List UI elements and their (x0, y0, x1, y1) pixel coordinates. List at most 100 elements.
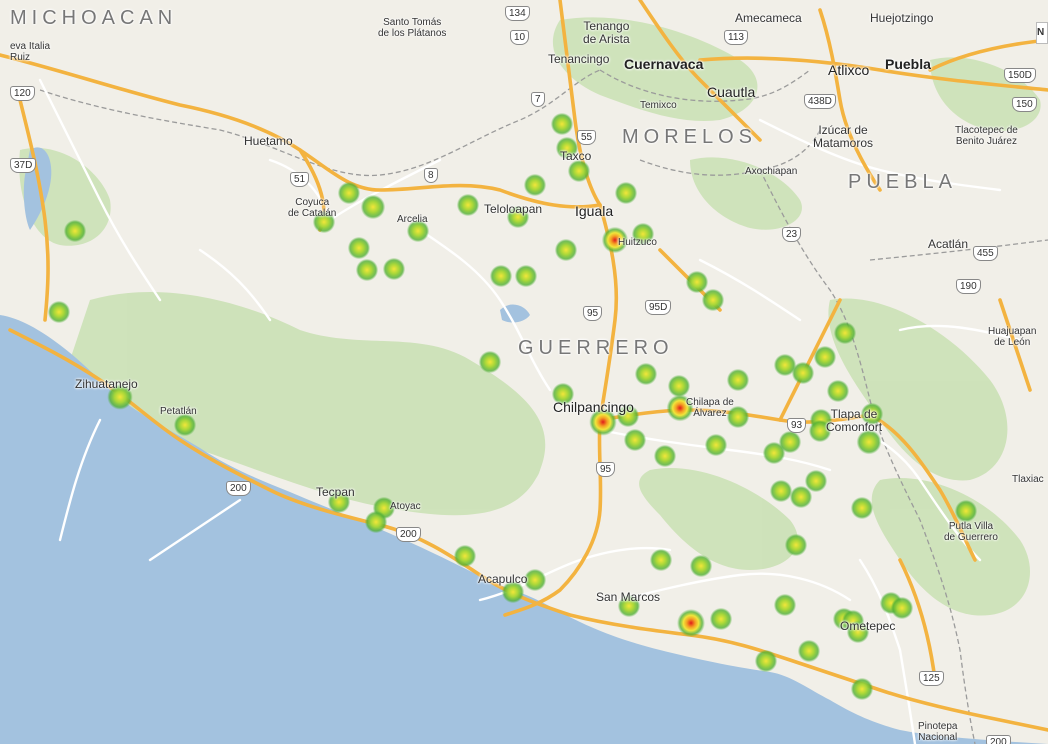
map-control-badge[interactable]: N (1036, 22, 1048, 44)
highway-shield: 438D (804, 94, 836, 109)
place-label-ometepec: Ometepec (840, 619, 896, 633)
heat-point (860, 402, 884, 426)
place-label-san-marcos: San Marcos (596, 590, 661, 604)
heat-point (567, 159, 591, 183)
heat-point (689, 554, 713, 578)
heat-point (769, 479, 793, 503)
heat-point (954, 499, 978, 523)
heat-point (337, 181, 361, 205)
highway-shield: 8 (424, 168, 438, 183)
heat-point (709, 607, 733, 631)
heat-point (850, 496, 874, 520)
state-label-puebla: PUEBLA (848, 171, 957, 193)
heat-point (850, 677, 874, 701)
highway-shield: 113 (724, 30, 748, 45)
place-label-arcelia: Arcelia (397, 214, 428, 225)
heat-point (601, 226, 629, 254)
state-label-morelos: MORELOS (622, 126, 758, 148)
highway-shield: 95D (645, 300, 672, 315)
place-label-zihuatanejo: Zihuatanejo (75, 377, 138, 391)
heat-point (704, 433, 728, 457)
place-label-tlaxiaco: Tlaxiac (1012, 474, 1044, 485)
state-label-michoacan: MICHOACAN (10, 7, 178, 29)
place-label-amecameca: Amecameca (735, 11, 802, 25)
highway-shield: 190 (956, 279, 981, 294)
heat-point (649, 548, 673, 572)
highway-shield: 150D (1004, 68, 1036, 83)
heat-point (754, 649, 778, 673)
highway-shield: 200 (396, 527, 421, 542)
heat-point (666, 394, 694, 422)
heat-point (826, 379, 850, 403)
highway-shield: 51 (290, 172, 310, 187)
heat-point (456, 193, 480, 217)
heat-point (506, 205, 530, 229)
highway-shield: 23 (782, 227, 802, 242)
heat-point (478, 350, 502, 374)
heat-point (762, 441, 786, 465)
heat-point (808, 419, 832, 443)
place-label-axochiapan: Axochiapan (745, 166, 798, 177)
heat-point (382, 257, 406, 281)
heat-point (791, 361, 815, 385)
place-label-tecpan: Tecpan (316, 485, 355, 499)
heat-point (589, 408, 617, 436)
place-label-huitzuco: Huitzuco (618, 237, 657, 248)
heat-point (726, 405, 750, 429)
heat-point (784, 533, 808, 557)
heat-point (364, 510, 388, 534)
highway-shield: 120 (10, 86, 35, 101)
heat-point (555, 136, 579, 160)
heat-point (813, 345, 837, 369)
place-label-tenancingo: Tenancingo (548, 52, 610, 66)
highway-shield: 150 (1012, 97, 1037, 112)
highway-shield: 10 (510, 30, 530, 45)
heat-point (789, 485, 813, 509)
heat-point (634, 362, 658, 386)
heat-point (701, 288, 725, 312)
highway-shield: 200 (986, 735, 1011, 744)
heat-point (173, 413, 197, 437)
highway-shield: 95 (583, 306, 603, 321)
place-label-acatlan: Acatlán (928, 237, 969, 251)
heat-point (355, 258, 379, 282)
heat-point (804, 469, 828, 493)
highway-shield: 95 (596, 462, 616, 477)
heat-point (653, 444, 677, 468)
heat-point (514, 264, 538, 288)
heat-point (773, 593, 797, 617)
heat-point (327, 490, 351, 514)
state-label-guerrero: GUERRERO (518, 337, 674, 359)
heat-point (773, 353, 797, 377)
heat-point (833, 321, 857, 345)
place-label-iguala: Iguala (575, 203, 614, 219)
heat-point (347, 236, 371, 260)
heat-point (890, 596, 914, 620)
heat-point (550, 112, 574, 136)
heat-point (778, 430, 802, 454)
heat-point (856, 429, 882, 455)
heat-point (489, 264, 513, 288)
heat-point (107, 384, 133, 410)
place-label-atoyac: Atoyac (390, 501, 421, 512)
pacific-ocean (0, 315, 1048, 744)
heat-point (523, 568, 547, 592)
place-label-cuernavaca: Cuernavaca (624, 56, 704, 72)
heat-point (726, 368, 750, 392)
heat-point (614, 181, 638, 205)
highway-shield: 200 (226, 481, 251, 496)
place-label-atlixco: Atlixco (828, 62, 870, 78)
heat-point (554, 238, 578, 262)
